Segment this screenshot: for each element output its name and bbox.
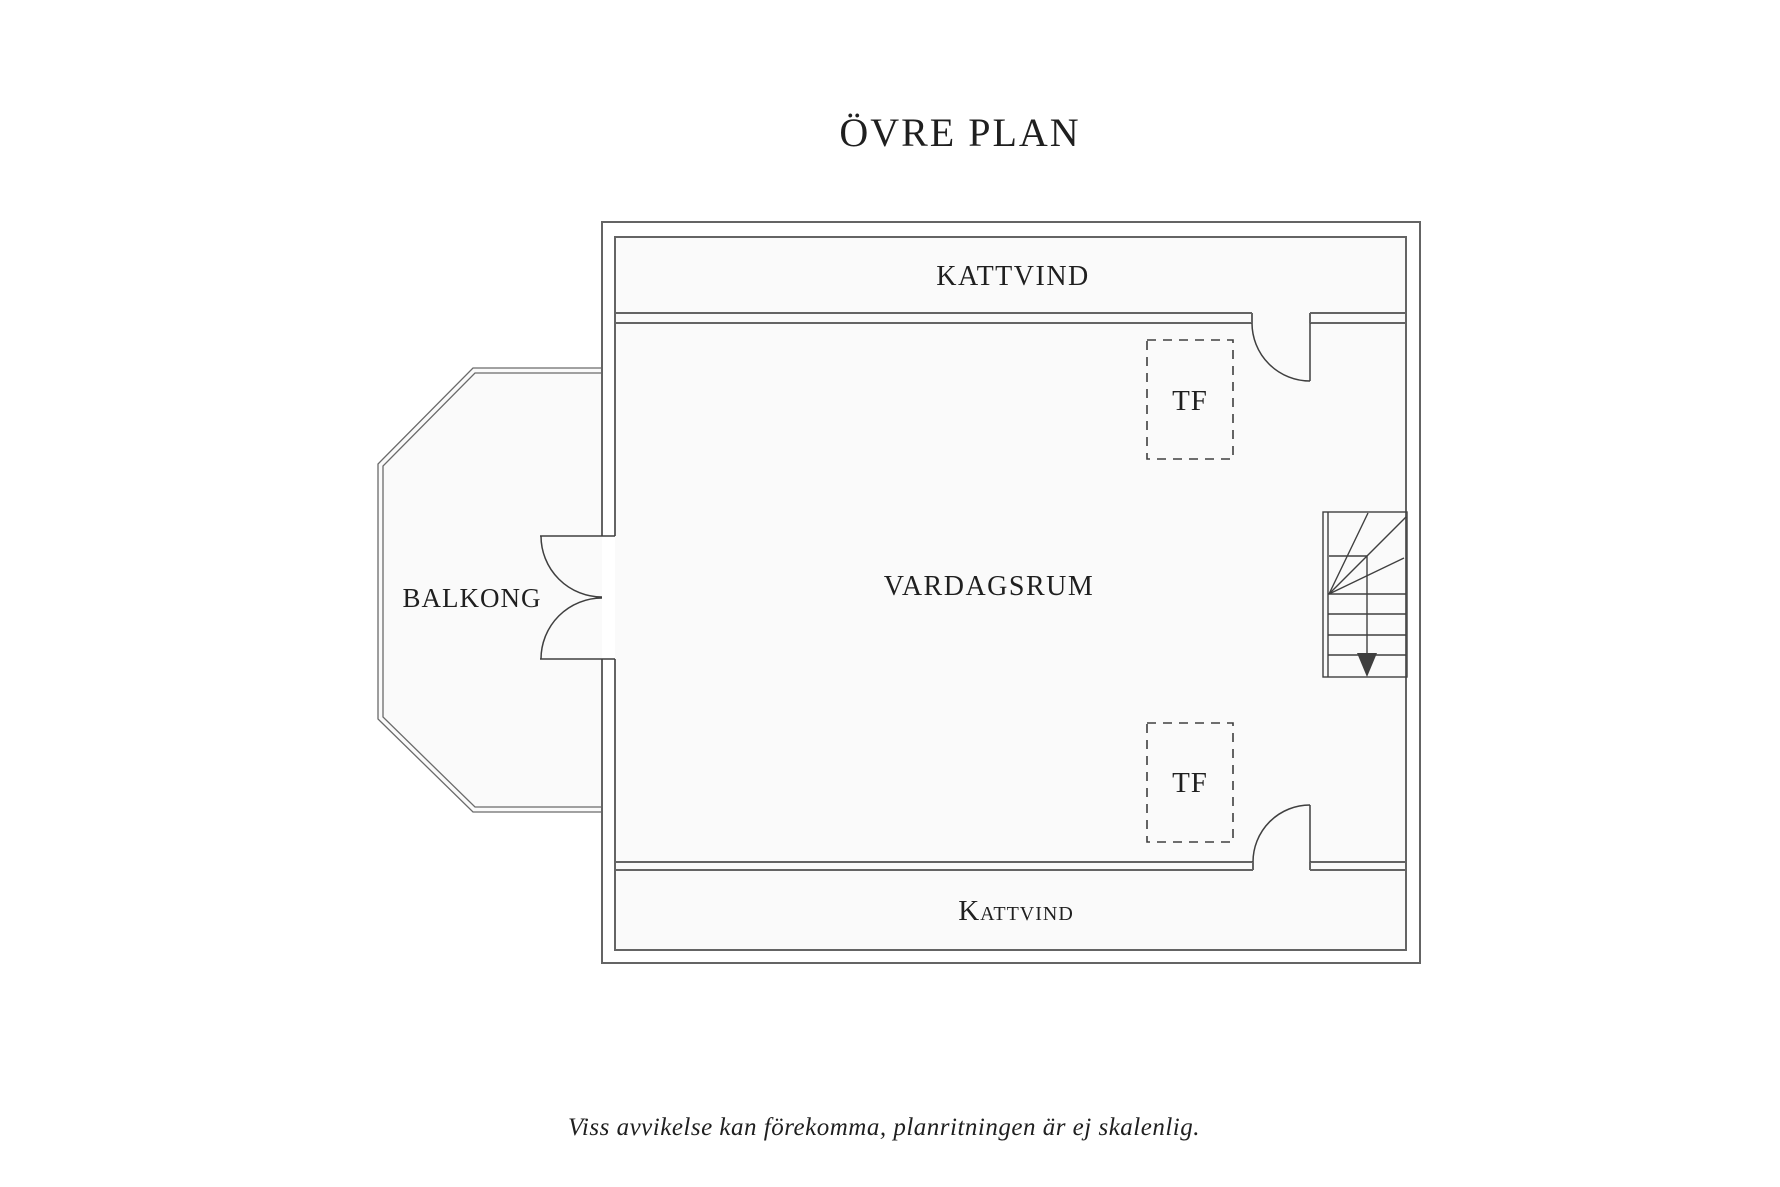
stair-direction-arrow (1357, 556, 1377, 677)
balcony-fill (378, 368, 602, 812)
stair-winder (1328, 516, 1407, 595)
stair-arrow-head (1357, 653, 1377, 677)
balkong-label: BALKONG (403, 583, 542, 613)
door-swing-arc (1251, 322, 1311, 382)
skylight-bottom-box (1146, 722, 1234, 843)
kattvind-top-label: KATTVIND (936, 261, 1090, 292)
skylight-bottom: TF (1146, 722, 1234, 843)
stair-outline (1322, 511, 1408, 678)
stair-winder (1328, 512, 1369, 595)
staircase (1322, 511, 1408, 678)
building-interior-fill (615, 237, 1406, 950)
balcony-double-door (540, 535, 615, 660)
skylight-top-box (1146, 339, 1234, 460)
page-title: ÖVRE PLAN (839, 110, 1080, 155)
vardagsrum-label: VARDAGSRUM (884, 571, 1095, 602)
balcony-outline (377, 367, 602, 813)
kattvind-bottom-label: Kattvind (958, 895, 1074, 927)
building-outer-wall (601, 221, 1421, 964)
skylight-top: TF (1146, 339, 1234, 460)
attic-wall-bottom (615, 861, 1406, 871)
balcony-outline-inner (382, 372, 602, 808)
door-swing-arc (1252, 804, 1311, 863)
door-swing-arc (540, 535, 603, 598)
attic-wall-top (615, 312, 1406, 324)
balcony-outline-outer (377, 367, 602, 813)
door-top-right (1251, 322, 1311, 382)
door-swing-arc (540, 597, 603, 660)
skylight-bottom-label: TF (1172, 767, 1208, 799)
skylight-top-label: TF (1172, 385, 1208, 417)
door-bottom-right (1252, 804, 1311, 863)
footer-disclaimer: Viss avvikelse kan förekomma, planritnin… (568, 1114, 1200, 1141)
